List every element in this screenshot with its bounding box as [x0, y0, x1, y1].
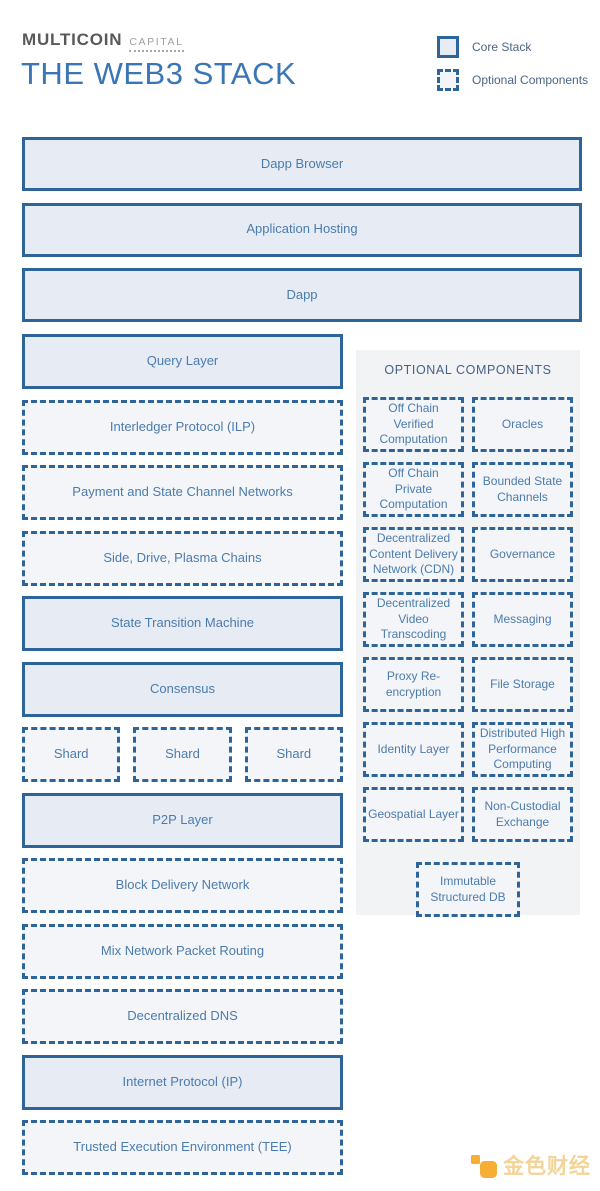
optional-box-oracles: Oracles	[472, 397, 573, 452]
left-stack: Query Layer Interledger Protocol (ILP) P…	[22, 334, 343, 1175]
core-stack-swatch-icon	[437, 36, 459, 58]
optional-box-immutable-structured-db: Immutable Structured DB	[416, 862, 520, 917]
optional-box-governance: Governance	[472, 527, 573, 582]
optional-components-panel: OPTIONAL COMPONENTS Off Chain Verified C…	[356, 350, 580, 917]
optional-box-messaging: Messaging	[472, 592, 573, 647]
optional-box-decentralized-video-transcoding: Decentralized Video Transcoding	[363, 592, 464, 647]
stack-box-shard-3: Shard	[244, 727, 343, 782]
stack-box-decentralized-dns: Decentralized DNS	[22, 989, 343, 1044]
watermark-text: 金色财经	[503, 1155, 591, 1178]
legend-core-label: Core Stack	[472, 40, 532, 54]
stack-box-trusted-execution-environment: Trusted Execution Environment (TEE)	[22, 1120, 343, 1175]
stack-box-shard-1: Shard	[22, 727, 121, 782]
optional-box-off-chain-private-computation: Off Chain Private Computation	[363, 462, 464, 517]
legend-core-stack: Core Stack	[437, 36, 588, 58]
legend-optional-components: Optional Components	[437, 69, 588, 91]
legend-optional-label: Optional Components	[472, 73, 589, 87]
stack-box-p2p-layer: P2P Layer	[22, 792, 343, 848]
brand-suffix: CAPITAL	[129, 36, 184, 52]
stack-box-interledger-protocol: Interledger Protocol (ILP)	[22, 399, 343, 455]
optional-components-title: OPTIONAL COMPONENTS	[384, 363, 552, 377]
optional-box-decentralized-cdn: Decentralized Content Delivery Network (…	[363, 527, 464, 582]
jinse-finance-watermark: 金色财经	[471, 1150, 591, 1180]
optional-row: Off Chain Verified Computation Oracles	[363, 397, 573, 452]
stack-box-block-delivery-network: Block Delivery Network	[22, 858, 343, 913]
optional-box-distributed-hpc: Distributed High Performance Computing	[472, 722, 573, 777]
optional-box-file-storage: File Storage	[472, 657, 573, 712]
optional-row: Identity Layer Distributed High Performa…	[363, 722, 573, 777]
optional-row: Proxy Re-encryption File Storage	[363, 657, 573, 712]
optional-box-geospatial-layer: Geospatial Layer	[363, 787, 464, 842]
optional-row: Geospatial Layer Non-Custodial Exchange	[363, 787, 573, 842]
optional-box-proxy-re-encryption: Proxy Re-encryption	[363, 657, 464, 712]
optional-row: Off Chain Private Computation Bounded St…	[363, 462, 573, 517]
optional-components-grid: Off Chain Verified Computation Oracles O…	[363, 397, 573, 917]
stack-box-mix-network-packet-routing: Mix Network Packet Routing	[22, 923, 343, 979]
page-title: THE WEB3 STACK	[21, 56, 297, 91]
stack-box-state-transition-machine: State Transition Machine	[22, 596, 343, 651]
legend: Core Stack Optional Components	[437, 36, 588, 91]
optional-box-off-chain-verified-computation: Off Chain Verified Computation	[363, 397, 464, 452]
stack-box-shard-2: Shard	[133, 727, 232, 782]
stack-box-query-layer: Query Layer	[22, 334, 343, 389]
jinse-finance-logo-icon	[471, 1155, 497, 1178]
optional-box-bounded-state-channels: Bounded State Channels	[472, 462, 573, 517]
shard-row: Shard Shard Shard	[22, 727, 343, 782]
stack-box-payment-state-channels: Payment and State Channel Networks	[22, 465, 343, 520]
stack-box-dapp-browser: Dapp Browser	[22, 137, 582, 191]
stack-box-application-hosting: Application Hosting	[22, 202, 582, 257]
brand-name: MULTICOIN	[22, 30, 123, 49]
stack-box-consensus: Consensus	[22, 661, 343, 717]
stack-box-dapp: Dapp	[22, 268, 582, 322]
optional-row: Decentralized Video Transcoding Messagin…	[363, 592, 573, 647]
brand-logo: MULTICOIN CAPITAL	[22, 30, 184, 52]
optional-box-non-custodial-exchange: Non-Custodial Exchange	[472, 787, 573, 842]
optional-footer-row: Immutable Structured DB	[363, 862, 573, 917]
optional-components-swatch-icon	[437, 69, 459, 91]
top-stack: Dapp Browser Application Hosting Dapp	[22, 137, 582, 322]
optional-box-identity-layer: Identity Layer	[363, 722, 464, 777]
stack-box-internet-protocol: Internet Protocol (IP)	[22, 1054, 343, 1110]
optional-row: Decentralized Content Delivery Network (…	[363, 527, 573, 582]
stack-box-side-drive-plasma-chains: Side, Drive, Plasma Chains	[22, 530, 343, 586]
